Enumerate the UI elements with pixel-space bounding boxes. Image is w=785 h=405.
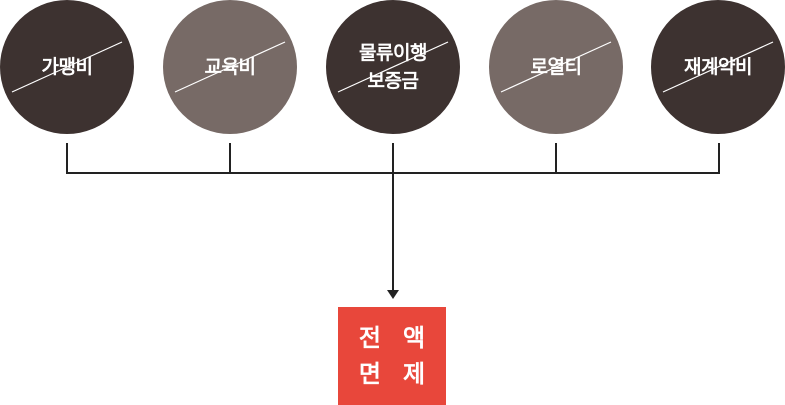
- fee-label-franchise: 가맹비: [41, 56, 93, 78]
- fee-circle-education: 교육비: [163, 0, 297, 134]
- fee-circle-royalty: 로열티: [489, 0, 623, 134]
- result-line-1: 전액: [358, 324, 448, 352]
- fee-circle-franchise: 가맹비: [0, 0, 134, 134]
- full-exemption-box: 전액 면제: [338, 307, 446, 405]
- fee-circle-renewal: 재계약비: [651, 0, 785, 134]
- arrowhead: [387, 290, 399, 299]
- fee-label-education: 교육비: [204, 56, 256, 78]
- fee-label-renewal: 재계약비: [684, 56, 752, 78]
- fee-label-royalty: 로열티: [530, 56, 582, 78]
- fee-label-logistics-deposit: 물류이행 보증금: [359, 42, 427, 92]
- fee-circle-logistics-deposit: 물류이행 보증금: [326, 0, 460, 134]
- result-line-2: 면제: [358, 360, 448, 388]
